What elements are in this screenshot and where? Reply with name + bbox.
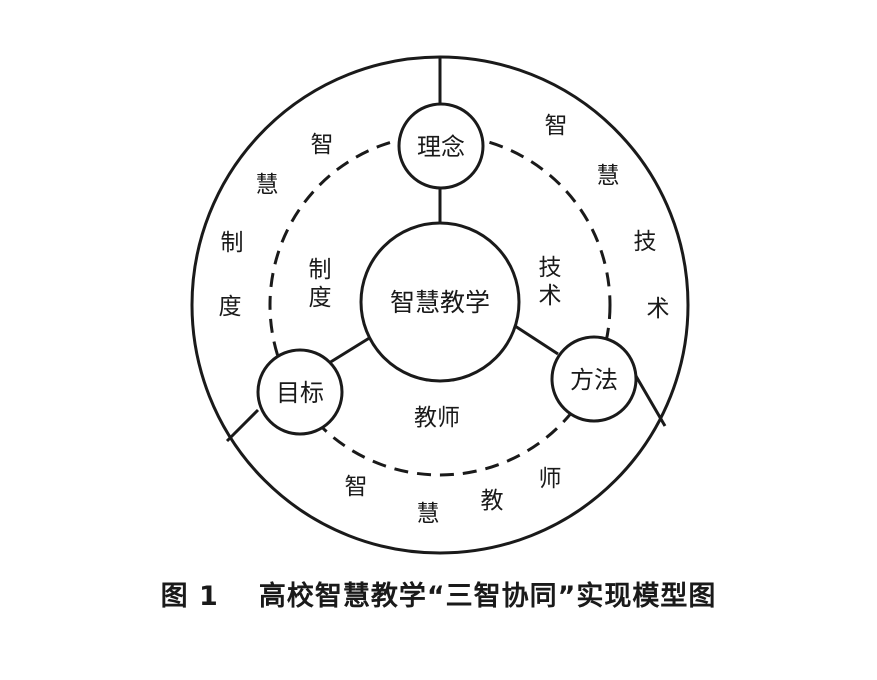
outer-left-char-4: 度 xyxy=(219,294,242,320)
outer-left-char-1: 智 xyxy=(311,132,334,158)
inner-left-char-2: 度 xyxy=(309,285,332,311)
outer-right-char-4: 术 xyxy=(647,296,670,322)
node-right-circle xyxy=(550,335,638,423)
outer-left-char-2: 慧 xyxy=(256,172,279,198)
outer-bottom-char-3: 教 xyxy=(481,488,504,514)
inner-left-char-1: 制 xyxy=(309,257,332,283)
center-label: 智慧教学 xyxy=(390,288,490,317)
spoke-left xyxy=(328,335,372,365)
outer-bottom-char-2: 慧 xyxy=(417,501,440,527)
inner-right-char-1: 技 xyxy=(539,255,562,281)
outer-right-char-3: 技 xyxy=(634,229,657,255)
figure-caption: 图 1 高校智慧教学“三智协同”实现模型图 xyxy=(0,574,877,613)
node-top-circle xyxy=(397,102,485,190)
figure-title: 高校智慧教学“三智协同”实现模型图 xyxy=(258,581,717,612)
node-left-circle xyxy=(256,348,344,436)
figure-number: 图 1 xyxy=(160,581,219,612)
node-left-label: 目标 xyxy=(276,379,324,407)
outer-bottom-char-1: 智 xyxy=(345,474,368,500)
divider-left xyxy=(225,408,260,443)
node-right-label: 方法 xyxy=(570,366,618,394)
inner-bottom-label: 教师 xyxy=(414,405,460,431)
outer-bottom-char-4: 师 xyxy=(539,466,562,492)
inner-right-char-2: 术 xyxy=(539,283,562,309)
outer-right-char-2: 慧 xyxy=(597,163,620,189)
dashed-middle-circle xyxy=(268,133,612,477)
spoke-right xyxy=(514,324,559,356)
node-top-label: 理念 xyxy=(417,133,465,161)
center-circle xyxy=(359,221,521,383)
outer-left-char-3: 制 xyxy=(221,230,244,256)
outer-right-char-1: 智 xyxy=(545,113,568,139)
